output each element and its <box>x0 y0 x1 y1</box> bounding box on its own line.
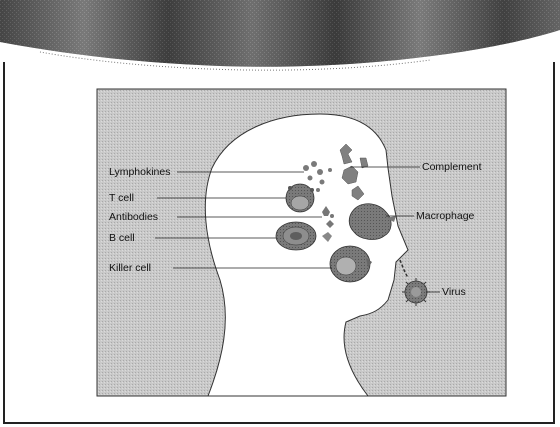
label-virus: Virus <box>442 286 466 298</box>
label-complement: Complement <box>422 161 482 173</box>
t-cell <box>286 184 314 212</box>
label-killer-cell: Killer cell <box>109 262 151 274</box>
label-antibodies: Antibodies <box>109 211 158 223</box>
label-macrophage: Macrophage <box>416 210 474 222</box>
label-t-cell: T cell <box>109 192 134 204</box>
label-lymphokines: Lymphokines <box>109 166 170 178</box>
label-b-cell: B cell <box>109 232 135 244</box>
